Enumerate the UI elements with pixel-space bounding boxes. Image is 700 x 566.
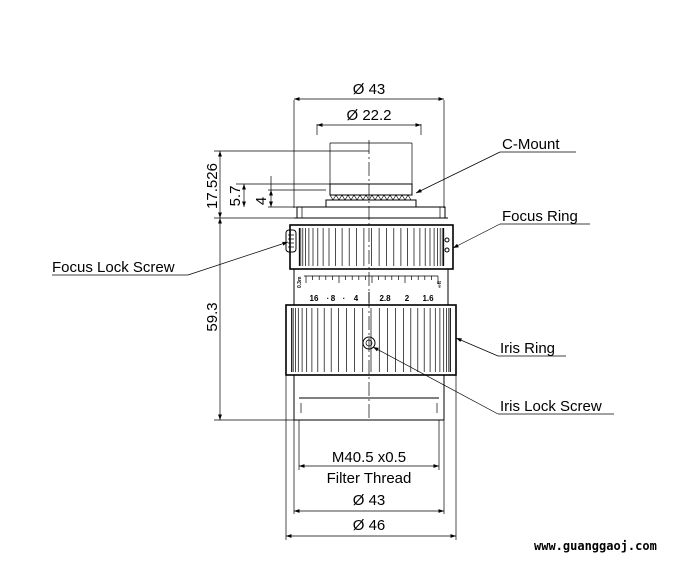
iris-ring [285, 304, 457, 376]
aperture-label-16: 16 [310, 294, 319, 303]
dim-filter-thread-label: Filter Thread [327, 470, 412, 487]
watermark-text: www.guanggaoj.com [534, 539, 657, 553]
dim-body-length: 59.3 [204, 302, 221, 331]
dimension-mount-depth: 5.7 [227, 183, 330, 207]
infinity-mark: ∞ft [437, 281, 443, 288]
dim-front-diameter: Ø 43 [353, 492, 386, 509]
svg-text:·: · [343, 294, 346, 303]
callout-iris-ring-label: Iris Ring [500, 340, 555, 357]
focus-scale-band: 0.3m ∞ft 16 · 8 · 4 2.8 2 1.6 [293, 268, 449, 306]
callout-c-mount-label: C-Mount [502, 136, 560, 153]
dim-mount-depth: 5.7 [227, 186, 244, 207]
dimension-flange-back: 17.526 [204, 150, 369, 219]
near-focus-mark: 0.3m [297, 276, 303, 288]
dim-top-outer-diameter: Ø 43 [353, 81, 386, 98]
aperture-label-8: 8 [331, 294, 336, 303]
svg-text:·: · [327, 294, 330, 303]
dimension-front-diameter: Ø 43 [293, 420, 445, 514]
dimension-filter-thread: M40.5 x0.5 Filter Thread [298, 420, 440, 487]
dim-filter-thread-size: M40.5 x0.5 [332, 449, 406, 466]
aperture-label-2-8: 2.8 [379, 294, 391, 303]
dim-max-diameter: Ø 46 [353, 517, 386, 534]
callout-c-mount: C-Mount [415, 136, 576, 194]
dimension-top-diameter: Ø 43 [293, 81, 445, 208]
dimension-mount-diameter: Ø 22.2 [316, 107, 422, 184]
callout-iris-ring: Iris Ring [455, 337, 566, 357]
c-mount-body [294, 183, 448, 219]
aperture-label-2: 2 [405, 294, 410, 303]
dimension-max-diameter: Ø 46 [285, 375, 457, 540]
callout-iris-lock-screw-label: Iris Lock Screw [500, 398, 602, 415]
callout-focus-lock-screw-label: Focus Lock Screw [52, 259, 175, 276]
callout-focus-ring: Focus Ring [452, 208, 590, 249]
aperture-label-4: 4 [354, 294, 359, 303]
dim-mount-diameter: Ø 22.2 [346, 107, 391, 124]
dim-flange-back: 17.526 [204, 163, 221, 209]
aperture-label-1-6: 1.6 [422, 294, 434, 303]
dimension-thread-length: 4 [253, 176, 326, 208]
callout-focus-lock-screw: Focus Lock Screw [52, 241, 289, 276]
callout-focus-ring-label: Focus Ring [502, 208, 578, 225]
front-barrel [293, 375, 445, 421]
dim-thread-length: 4 [253, 197, 270, 205]
focus-ring [285, 224, 454, 270]
callout-iris-lock-screw: Iris Lock Screw [372, 346, 614, 415]
dimension-body-length: 59.3 [204, 218, 294, 421]
